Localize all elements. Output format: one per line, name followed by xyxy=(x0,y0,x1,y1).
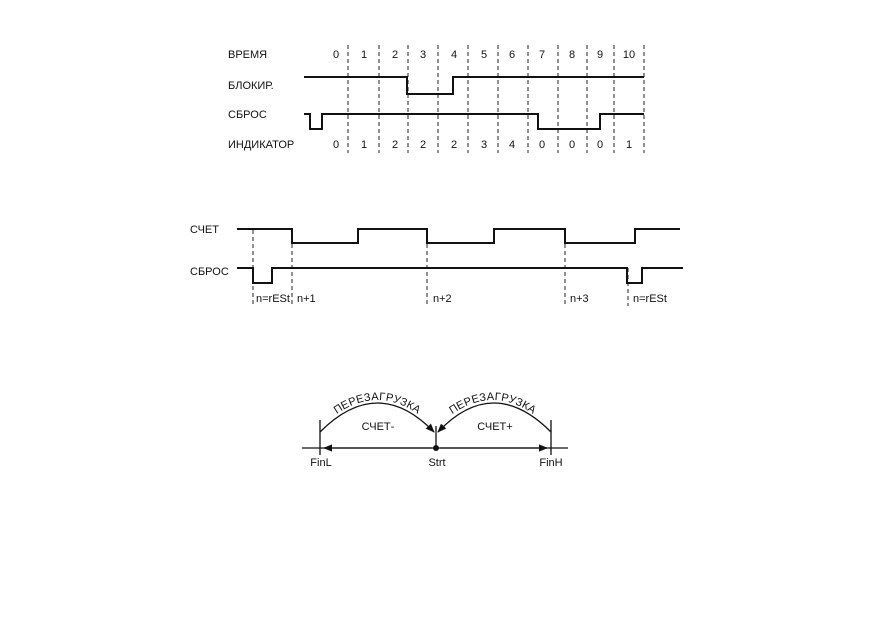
counter-label: n+1 xyxy=(297,293,316,305)
indicator-value: 4 xyxy=(509,139,515,151)
count-row-label: СЧЕТ xyxy=(190,224,219,236)
block-row-label: БЛОКИР. xyxy=(228,80,274,92)
indicator-value: 0 xyxy=(539,139,545,151)
time-labels: 0 1 2 3 4 5 6 7 8 9 10 xyxy=(333,49,635,61)
reset-signal-waveform xyxy=(237,267,683,284)
time-label: 0 xyxy=(333,49,339,61)
time-label: 6 xyxy=(509,49,515,61)
time-row-label: ВРЕМЯ xyxy=(228,49,267,61)
block-timing-diagram: ВРЕМЯ БЛОКИР. СБРОС ИНДИКАТОР 0 1 2 3 4 … xyxy=(228,45,645,153)
time-label: 9 xyxy=(597,49,603,61)
indicator-values: 0 1 2 2 2 3 4 0 0 0 1 xyxy=(333,139,632,151)
reload-range-diagram: ПЕРЕЗАГРУЗКА ПЕРЕЗАГРУЗКА СЧЕТ- СЧЕТ+ Fi… xyxy=(302,391,568,469)
counter-label: n=rESt xyxy=(633,293,667,305)
indicator-value: 3 xyxy=(481,139,487,151)
indicator-value: 0 xyxy=(333,139,339,151)
indicator-value: 2 xyxy=(392,139,398,151)
time-label: 7 xyxy=(539,49,545,61)
indicator-value: 1 xyxy=(361,139,367,151)
time-label: 4 xyxy=(451,49,457,61)
counter-label: n=rESt xyxy=(256,293,290,305)
indicator-value: 1 xyxy=(626,139,632,151)
time-label: 2 xyxy=(392,49,398,61)
time-label: 3 xyxy=(420,49,426,61)
block-signal-waveform xyxy=(304,76,644,95)
reset-row-label: СБРОС xyxy=(228,109,267,121)
high-limit-label: FinH xyxy=(539,457,562,469)
indicator-value: 2 xyxy=(451,139,457,151)
reset-row-label: СБРОС xyxy=(190,266,229,278)
count-up-label: СЧЕТ+ xyxy=(477,421,512,433)
indicator-value: 0 xyxy=(597,139,603,151)
time-label: 8 xyxy=(569,49,575,61)
counter-label: n+2 xyxy=(433,293,452,305)
time-label: 1 xyxy=(361,49,367,61)
indicator-value: 2 xyxy=(420,139,426,151)
time-gridlines xyxy=(347,45,645,153)
indicator-value: 0 xyxy=(569,139,575,151)
start-point xyxy=(433,445,439,451)
reload-arc-right xyxy=(437,402,552,433)
time-label: 10 xyxy=(623,49,635,61)
reset-signal-waveform xyxy=(304,113,644,130)
indicator-row-label: ИНДИКАТОР xyxy=(228,139,294,151)
low-limit-label: FinL xyxy=(310,457,331,469)
reload-arc-left xyxy=(319,402,435,433)
counter-label: n+3 xyxy=(570,293,589,305)
count-down-label: СЧЕТ- xyxy=(362,421,395,433)
start-label: Strt xyxy=(428,457,445,469)
time-label: 5 xyxy=(481,49,487,61)
counter-timing-diagram: СЧЕТ СБРОС n=rESt n+1 n+2 n+3 n=rESt xyxy=(190,224,683,306)
count-signal-waveform xyxy=(237,228,680,244)
